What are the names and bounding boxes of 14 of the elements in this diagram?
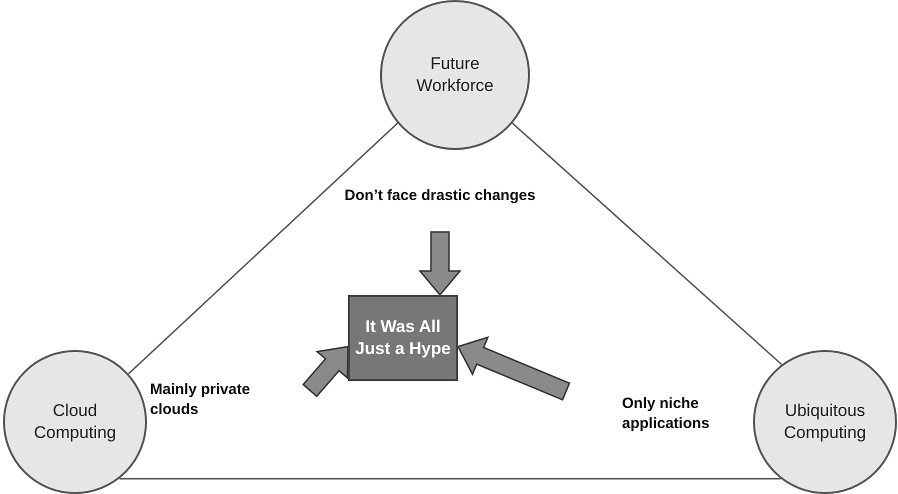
- annotation-text: Mainly private clouds: [150, 380, 252, 420]
- annotation-text: Only niche applications: [622, 394, 711, 434]
- outcome-box: [348, 295, 458, 381]
- node-label: Cloud Computing: [32, 400, 118, 444]
- node-label: Future Workforce: [415, 52, 495, 97]
- block-arrow: [418, 231, 462, 296]
- node-label: It Was All Just a Hype: [354, 316, 452, 360]
- block-arrow: [302, 346, 349, 398]
- node-label: Ubiquitous Computing: [782, 400, 868, 444]
- connector-line: [512, 122, 782, 366]
- connector-line: [128, 122, 398, 374]
- connector-line: [119, 478, 781, 480]
- annotation-text: Don’t face drastic changes: [344, 186, 536, 206]
- block-arrow: [456, 336, 570, 401]
